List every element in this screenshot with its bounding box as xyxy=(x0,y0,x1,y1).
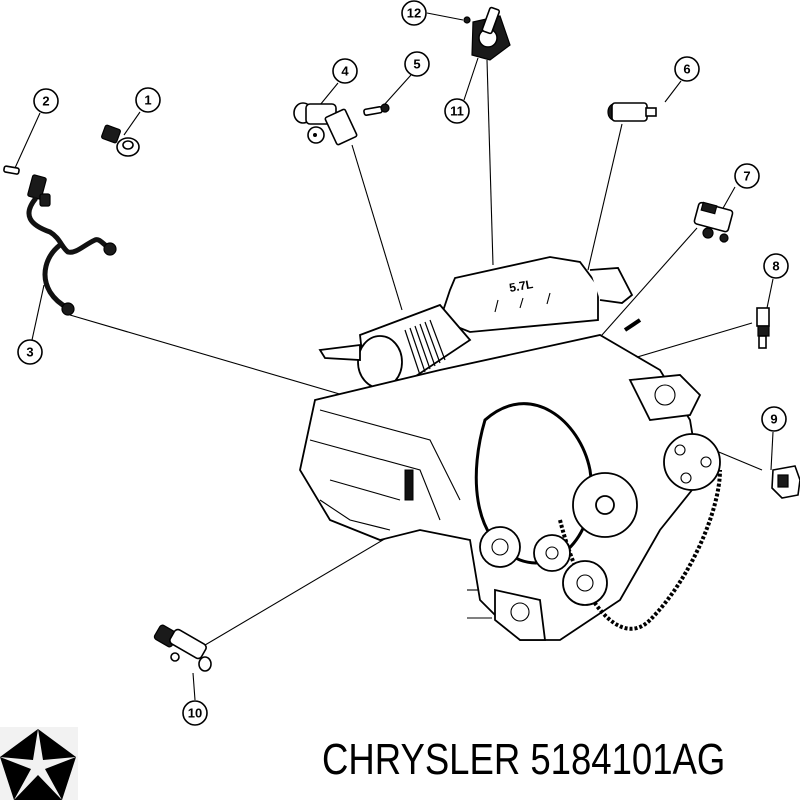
callout-7: 7 xyxy=(734,163,760,189)
part-number-caption: CHRYSLER 5184101AG xyxy=(322,735,726,784)
part-10-crankshaft-sensor xyxy=(153,624,212,672)
callouts: 1 2 3 4 5 6 7 8 9 10 11 12 xyxy=(17,0,789,726)
svg-text:7: 7 xyxy=(743,169,750,184)
chrysler-pentastar-icon xyxy=(0,729,76,800)
engine-assembly: 5.7L xyxy=(299,256,722,641)
chrysler-logo xyxy=(0,727,78,800)
part-11-throttle-position-sensor xyxy=(471,6,511,61)
callout-2: 2 xyxy=(33,88,59,114)
callout-6: 6 xyxy=(674,56,700,82)
svg-text:2: 2 xyxy=(42,94,49,109)
part-6-sensor xyxy=(607,102,657,122)
svg-text:4: 4 xyxy=(341,64,349,79)
svg-text:8: 8 xyxy=(772,259,779,274)
svg-text:3: 3 xyxy=(26,345,33,360)
part-2-bolt xyxy=(3,165,20,175)
svg-text:6: 6 xyxy=(683,62,690,77)
callout-9: 9 xyxy=(761,406,787,432)
svg-text:5: 5 xyxy=(413,57,420,72)
callout-11: 11 xyxy=(444,98,470,124)
svg-text:9: 9 xyxy=(770,412,777,427)
svg-text:12: 12 xyxy=(407,6,421,21)
callout-10: 10 xyxy=(182,700,208,726)
part-3-wiring-harness xyxy=(26,174,117,316)
svg-text:11: 11 xyxy=(450,104,464,119)
svg-text:1: 1 xyxy=(144,93,151,108)
part-7-map-sensor xyxy=(693,201,734,243)
callout-8: 8 xyxy=(763,253,789,279)
callout-12: 12 xyxy=(401,0,427,26)
part-8-temperature-sensor xyxy=(756,307,770,349)
part-4-camshaft-sensor xyxy=(293,102,358,146)
callout-3: 3 xyxy=(17,339,43,365)
callout-5: 5 xyxy=(404,51,430,77)
part-12-screw xyxy=(463,16,471,24)
callout-4: 4 xyxy=(332,58,358,84)
svg-text:10: 10 xyxy=(188,706,202,721)
part-1-knock-sensor xyxy=(101,124,140,157)
callout-1: 1 xyxy=(135,87,161,113)
part-5-screw xyxy=(363,103,390,117)
leader-lines xyxy=(14,12,774,701)
part-9-sensor xyxy=(771,465,800,499)
engine-cover-text: 5.7L xyxy=(508,277,534,295)
